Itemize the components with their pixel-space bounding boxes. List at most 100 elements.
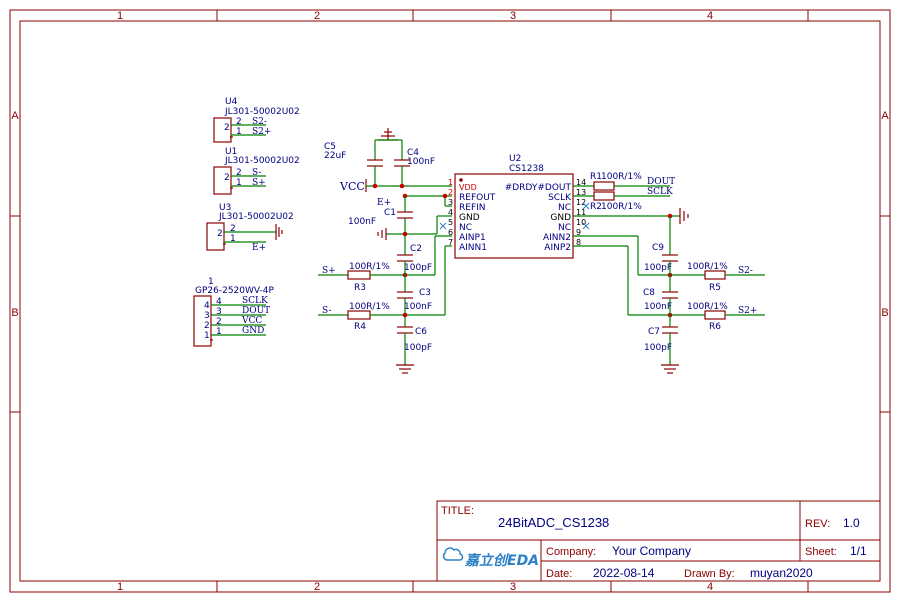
svg-text:13: 13 [576,188,586,197]
s2-plus-net-label: S2+ [738,306,757,316]
e-plus-net-label: E+ [377,198,391,208]
rev-value: 1.0 [843,516,860,530]
conn-net-gnd: GND [242,326,264,336]
pin-sclk: SCLK [548,193,572,203]
r3-ref: R3 [354,283,366,293]
row-label-b-right: B [881,307,888,319]
svg-text:11: 11 [576,208,586,217]
svg-text:8: 8 [576,238,581,247]
c9-ref: C9 [652,243,664,253]
r2-ref: R2 [590,202,602,212]
date-value: 2022-08-14 [593,566,655,580]
s2-minus-net-label: S2- [738,266,753,276]
pin-drdy-dout: #DRDY#DOUT [505,183,572,193]
pin-ainp2: AINP2 [544,243,571,253]
u1-net-s-plus: S+ [252,178,266,188]
svg-text:5: 5 [448,218,453,227]
s-minus-net-label: S- [322,306,332,316]
pin-refout: REFOUT [459,193,496,203]
svg-text:12: 12 [576,198,586,207]
r5-ref: R5 [709,283,721,293]
c8-ref: C8 [643,288,655,298]
svg-text:3: 3 [204,311,210,321]
svg-text:2: 2 [204,321,210,331]
ground-symbol [275,224,283,240]
col-label-3-bottom: 3 [510,581,516,593]
c2-ref: C2 [410,244,422,254]
title-block: TITLE: 24BitADC_CS1238 REV: 1.0 嘉立创EDA C… [436,500,881,582]
logo-text: 嘉立创EDA [464,552,539,569]
c4-ref: C4 [407,148,419,158]
row-label-a: A [11,110,19,122]
svg-text:3: 3 [448,198,453,207]
vcc-net-label: VCC [339,180,365,193]
r1-value: 100R/1% [601,172,642,182]
pin-nc-right-1: NC [558,203,571,213]
c1-value: 100nF [348,217,376,227]
pin-ainn1: AINN1 [459,243,487,253]
u2-ref: U2 [509,154,521,164]
connector-u4[interactable]: U4 JL301-50002U02 2 2 1 S2- S2+ [213,97,300,143]
rev-label: REV: [805,518,830,530]
c6-value: 100pF [404,343,432,353]
svg-text:1: 1 [230,234,236,244]
r1-ref: R1 [590,172,602,182]
r6-ref: R6 [709,322,721,332]
svg-text:1: 1 [236,178,242,188]
svg-text:2: 2 [216,317,222,327]
sclk-net-label: SCLK [647,187,673,197]
pin-ainp1: AINP1 [459,233,486,243]
c6-ref: C6 [415,327,427,337]
svg-text:7: 7 [448,238,453,247]
c7-ref: C7 [648,327,660,337]
connector-gp26[interactable]: 1 GP26-2520WV-4P 4 3 2 1 4 3 2 1 SCLK DO… [193,277,275,347]
c3-value: 100nF [404,302,432,312]
col-label-2: 2 [314,10,320,22]
r6-value: 100R/1% [687,302,728,312]
svg-text:2: 2 [236,168,242,178]
col-label-1: 1 [117,10,123,22]
svg-text:1: 1 [216,327,222,337]
c1-ref: C1 [384,208,396,218]
pin-gnd-right: GND [550,213,571,223]
conn-ref: 1 [208,277,214,287]
connector-u1[interactable]: U1 JL301-50002U02 2 2 1 S- S+ [213,147,300,195]
title-label: TITLE: [441,505,474,517]
date-label: Date: [546,568,572,580]
svg-text:10: 10 [576,218,586,227]
lceda-logo: 嘉立创EDA [442,547,539,569]
ic-u2-cs1238[interactable]: U2 CS1238 1 2 3 4 5 6 7 VDD REFOUT REFIN… [439,154,590,259]
c4-value: 100nF [407,157,435,167]
company-label: Company: [546,546,596,558]
svg-text:6: 6 [448,228,453,237]
drawing-title: 24BitADC_CS1238 [498,515,609,530]
c5-value: 22uF [324,151,346,161]
r5-value: 100R/1% [687,262,728,272]
c8-value: 100nF [644,302,672,312]
row-label-a-right: A [881,110,889,122]
u1-part: JL301-50002U02 [224,156,300,166]
u1-net-s-minus: S- [252,168,262,178]
conn-net-dout: DOUT [242,306,270,316]
svg-text:3: 3 [216,307,222,317]
svg-text:4: 4 [204,301,210,311]
r4-ref: R4 [354,322,366,332]
c2-value: 100pF [404,263,432,273]
drawn-by-value: muyan2020 [750,566,813,580]
u3-ref: U3 [219,203,231,213]
svg-text:1: 1 [236,127,242,137]
svg-text:1: 1 [448,178,453,187]
svg-text:14: 14 [576,178,586,187]
company-value: Your Company [612,544,691,558]
svg-text:2: 2 [230,224,236,234]
c3-ref: C3 [419,288,431,298]
c7-value: 100pF [644,343,672,353]
pin-vdd: VDD [459,183,477,192]
svg-text:4: 4 [216,297,222,307]
conn-net-vcc: VCC [241,316,262,326]
pin-nc-left: NC [459,223,472,233]
pin-refin: REFIN [459,203,486,213]
svg-text:1: 1 [204,331,210,341]
connector-u3[interactable]: U3 JL301-50002U02 2 2 1 E+ [206,203,294,253]
col-label-2-bottom: 2 [314,581,320,593]
